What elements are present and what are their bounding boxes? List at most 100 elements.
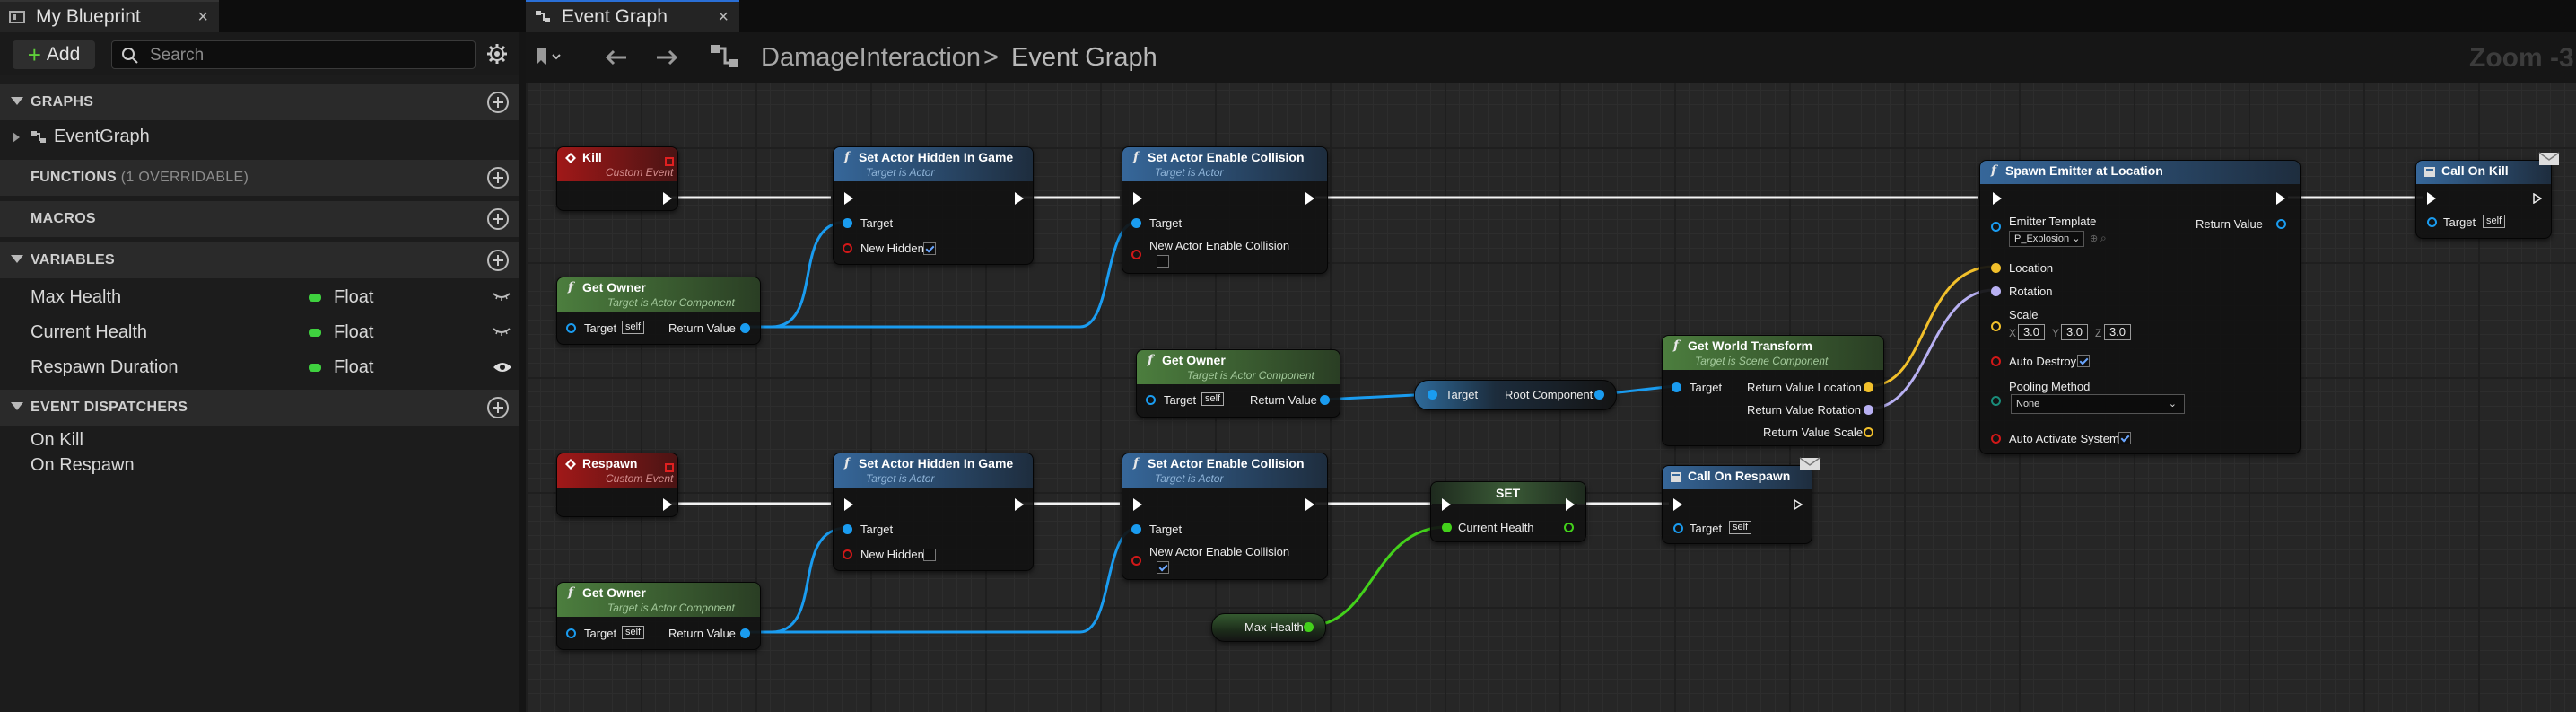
- back-arrow-icon[interactable]: [603, 47, 630, 68]
- section-graphs[interactable]: GRAPHS: [0, 84, 519, 120]
- add-variable-icon[interactable]: [487, 250, 509, 271]
- search-input[interactable]: Search: [111, 40, 476, 69]
- auto-activate-checkbox[interactable]: [2118, 432, 2131, 444]
- exec-out-pin[interactable]: [1305, 498, 1314, 511]
- exec-in-pin[interactable]: [844, 192, 853, 205]
- target-pin[interactable]: [1673, 523, 1683, 533]
- target-pin[interactable]: [1131, 218, 1141, 228]
- add-graph-icon[interactable]: [487, 92, 509, 113]
- exec-out-pin[interactable]: [1015, 192, 1024, 205]
- bool-pin[interactable]: [843, 243, 852, 253]
- node-get-root-component[interactable]: Target Root Component: [1414, 380, 1617, 410]
- tab-event-graph[interactable]: Event Graph ×: [526, 0, 739, 32]
- node-spawn-emitter-at-location[interactable]: f Spawn Emitter at Location Emitter Temp…: [1979, 160, 2301, 454]
- node-get-world-transform[interactable]: f Get World Transform Target is Scene Co…: [1662, 335, 1884, 446]
- bool-pin[interactable]: [843, 549, 852, 559]
- section-variables[interactable]: VARIABLES: [0, 242, 519, 278]
- exec-in-pin[interactable]: [844, 498, 853, 511]
- target-pin[interactable]: [2427, 217, 2437, 227]
- dispatcher-on-respawn[interactable]: On Respawn: [31, 455, 135, 475]
- target-pin[interactable]: [1672, 382, 1681, 392]
- variable-respawn-duration[interactable]: Respawn Duration Float: [0, 350, 519, 384]
- node-call-on-kill[interactable]: Call On Kill Target self: [2415, 152, 2560, 239]
- float-out-pin[interactable]: [1564, 523, 1574, 532]
- scale-pin[interactable]: [1991, 321, 2001, 331]
- target-pin[interactable]: [1146, 395, 1156, 405]
- pooling-method-dropdown[interactable]: None⌄: [2011, 394, 2185, 414]
- bool-pin[interactable]: [1131, 250, 1141, 259]
- scale-out-pin[interactable]: [1864, 427, 1873, 437]
- search-icon[interactable]: ⌕: [2100, 232, 2107, 244]
- auto-destroy-checkbox[interactable]: [2077, 355, 2090, 367]
- return-value-pin[interactable]: [740, 323, 750, 333]
- exec-out-pin[interactable]: [2276, 192, 2285, 205]
- exec-in-pin[interactable]: [1442, 498, 1451, 511]
- node-set-actor-enable-collision[interactable]: f Set Actor Enable Collision Target is A…: [1122, 453, 1328, 580]
- enable-collision-checkbox[interactable]: [1157, 561, 1169, 574]
- node-set-actor-enable-collision[interactable]: f Set Actor Enable Collision Target is A…: [1122, 146, 1328, 274]
- target-pin[interactable]: [843, 218, 852, 228]
- enum-pin[interactable]: [1991, 396, 2001, 406]
- target-pin[interactable]: [1428, 390, 1437, 400]
- eye-open-icon[interactable]: [493, 361, 512, 374]
- scale-x-field[interactable]: 3.0: [2018, 324, 2045, 340]
- node-call-on-respawn[interactable]: Call On Respawn Target self: [1662, 457, 1821, 544]
- add-button[interactable]: +Add: [13, 40, 95, 69]
- node-respawn-event[interactable]: Respawn Custom Event: [556, 453, 678, 517]
- tab-my-blueprint[interactable]: My Blueprint ×: [0, 0, 219, 32]
- emitter-template-dropdown[interactable]: P_Explosion ⌄: [2009, 231, 2084, 247]
- bool-pin[interactable]: [1991, 434, 2001, 444]
- return-value-pin[interactable]: [1320, 395, 1330, 405]
- exec-in-pin[interactable]: [1133, 498, 1142, 511]
- scale-y-field[interactable]: 3.0: [2061, 324, 2088, 340]
- add-function-icon[interactable]: [487, 167, 509, 189]
- node-set-actor-hidden[interactable]: f Set Actor Hidden In Game Target is Act…: [833, 453, 1034, 571]
- return-value-pin[interactable]: [740, 628, 750, 638]
- exec-out-pin[interactable]: [663, 498, 672, 511]
- bookmark-icon[interactable]: [535, 47, 562, 68]
- return-value-pin[interactable]: [2276, 219, 2286, 229]
- bool-pin[interactable]: [1131, 556, 1141, 566]
- delegate-pin[interactable]: [665, 157, 674, 166]
- rotation-pin[interactable]: [1991, 286, 2001, 296]
- exec-out-pin[interactable]: [1305, 192, 1314, 205]
- exec-in-pin[interactable]: [1993, 192, 2002, 205]
- close-icon[interactable]: ×: [197, 7, 208, 27]
- breadcrumb-event-graph[interactable]: Event Graph: [1011, 43, 1157, 72]
- browse-icon[interactable]: ⊕: [2090, 233, 2099, 244]
- exec-out-pin[interactable]: [1794, 499, 1803, 510]
- node-set-actor-hidden[interactable]: f Set Actor Hidden In Game Target is Act…: [833, 146, 1034, 265]
- add-dispatcher-icon[interactable]: [487, 397, 509, 418]
- target-pin[interactable]: [566, 323, 576, 333]
- node-kill-event[interactable]: Kill Custom Event: [556, 146, 678, 211]
- delegate-pin[interactable]: [665, 463, 674, 472]
- emitter-template-pin[interactable]: [1991, 222, 2001, 232]
- node-set-current-health[interactable]: SET Current Health: [1430, 481, 1586, 542]
- bool-pin[interactable]: [1991, 356, 2001, 366]
- exec-out-pin[interactable]: [2533, 193, 2542, 204]
- root-component-pin[interactable]: [1594, 390, 1604, 400]
- eye-closed-icon[interactable]: [493, 326, 511, 337]
- eye-closed-icon[interactable]: [493, 291, 511, 302]
- section-event-dispatchers[interactable]: EVENT DISPATCHERS: [0, 390, 519, 426]
- location-pin[interactable]: [1991, 263, 2001, 273]
- exec-in-pin[interactable]: [2427, 192, 2436, 205]
- breadcrumb-blueprint[interactable]: DamageInteraction: [761, 43, 982, 72]
- exec-in-pin[interactable]: [1673, 498, 1682, 511]
- scale-z-field[interactable]: 3.0: [2104, 324, 2131, 340]
- node-get-owner[interactable]: f Get Owner Target is Actor Component Ta…: [556, 277, 761, 345]
- location-out-pin[interactable]: [1864, 382, 1873, 392]
- gear-icon[interactable]: [486, 43, 508, 65]
- variable-max-health[interactable]: Max Health Float: [0, 280, 519, 314]
- close-icon[interactable]: ×: [718, 7, 729, 27]
- exec-in-pin[interactable]: [1133, 192, 1142, 205]
- float-in-pin[interactable]: [1442, 523, 1452, 532]
- node-get-max-health[interactable]: Max Health: [1211, 613, 1326, 642]
- exec-out-pin[interactable]: [663, 192, 672, 205]
- new-hidden-checkbox[interactable]: [923, 549, 936, 561]
- section-functions[interactable]: FUNCTIONS (1 OVERRIDABLE): [0, 160, 519, 196]
- add-macro-icon[interactable]: [487, 208, 509, 230]
- target-pin[interactable]: [1131, 524, 1141, 534]
- node-get-owner[interactable]: f Get Owner Target is Actor Component Ta…: [556, 582, 761, 650]
- variable-current-health[interactable]: Current Health Float: [0, 315, 519, 349]
